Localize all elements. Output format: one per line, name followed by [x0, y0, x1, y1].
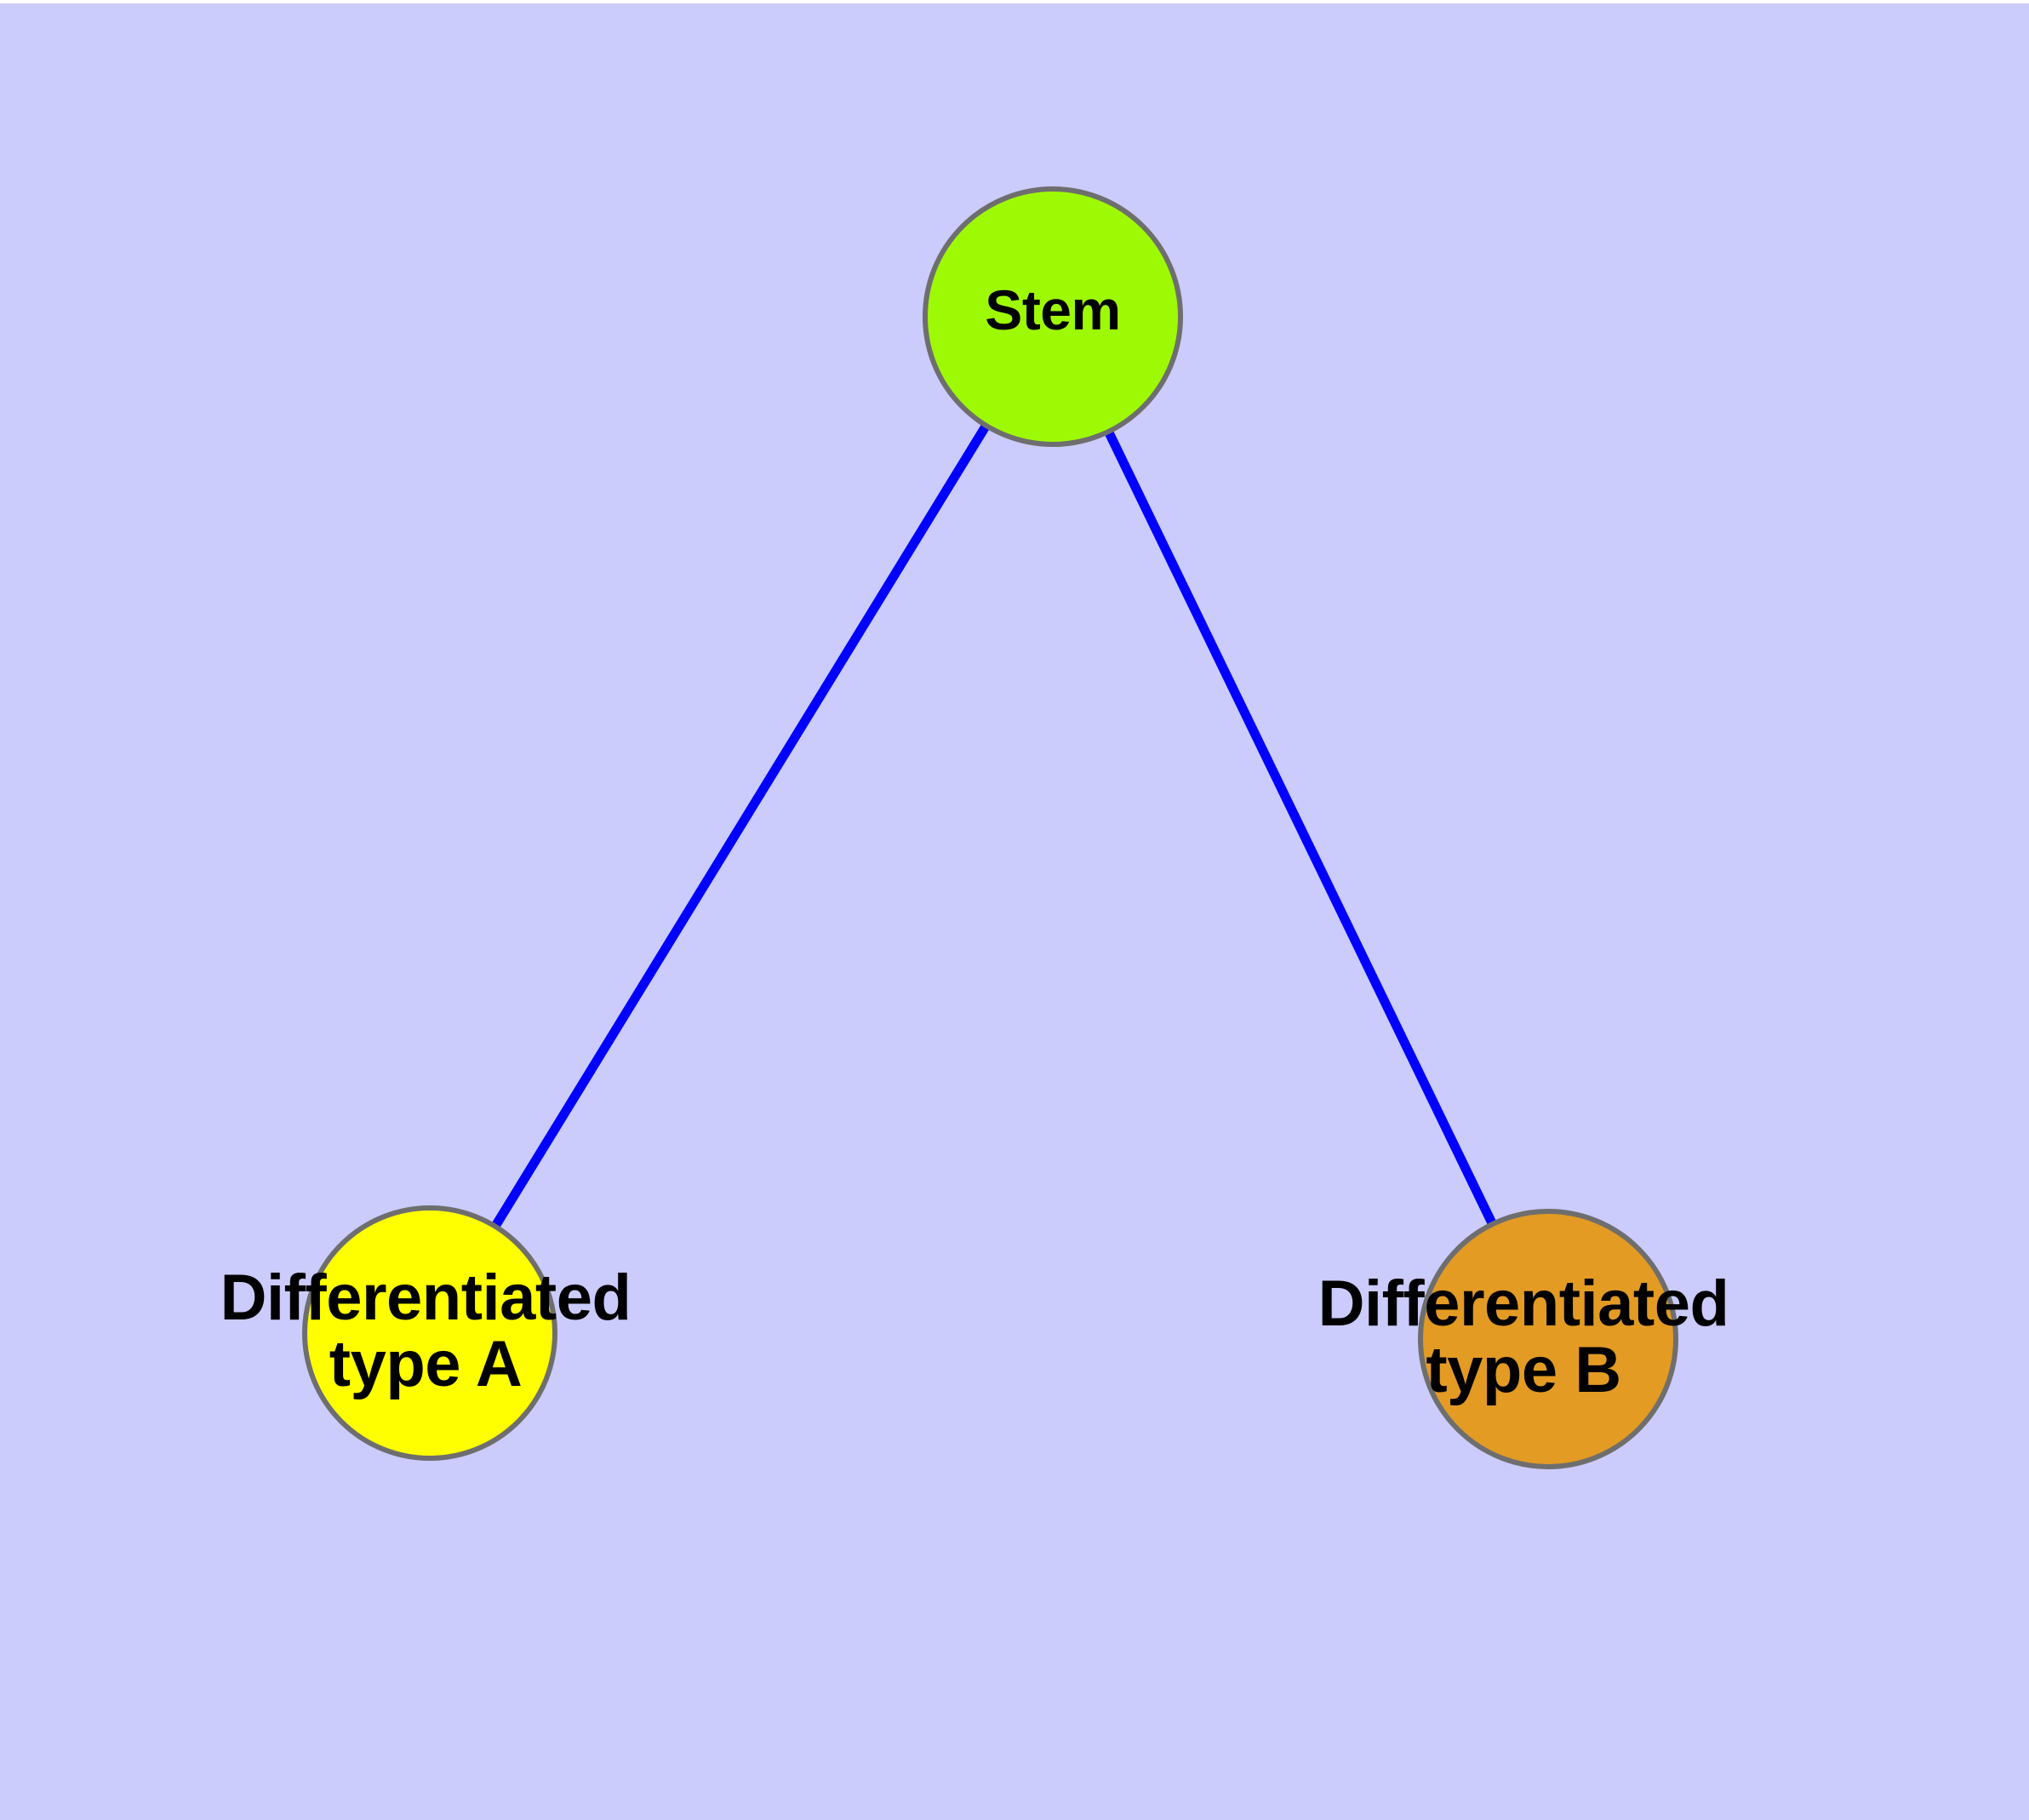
node-layer	[302, 186, 1678, 1469]
edge-stem-to-differentiated-type-b[interactable]	[1049, 314, 1552, 1342]
diagram-plot-area: Stem Differentiated type A Differentiate…	[0, 3, 2029, 1820]
edge-layer	[426, 314, 1552, 1342]
node-stem[interactable]	[923, 186, 1183, 447]
edge-stem-to-differentiated-type-a[interactable]	[426, 314, 1057, 1336]
cell-differentiation-graph	[302, 186, 1678, 1469]
node-differentiated-type-b[interactable]	[1418, 1209, 1678, 1469]
node-differentiated-type-a[interactable]	[302, 1205, 557, 1461]
